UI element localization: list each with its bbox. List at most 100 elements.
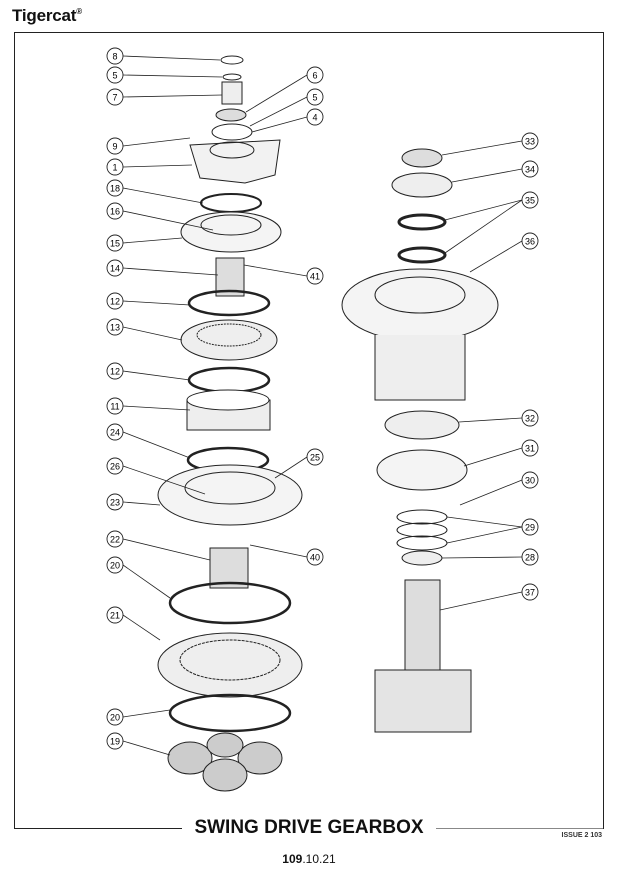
part-32-bearing <box>384 410 460 440</box>
part-1-cover <box>189 139 281 184</box>
callout-number: 13 <box>110 323 120 333</box>
leader-line-37 <box>439 591 523 611</box>
part-36-housing <box>341 268 499 342</box>
callout-9: 9 <box>106 137 124 155</box>
parts <box>157 55 499 792</box>
callout-number: 7 <box>112 93 117 103</box>
callout-13: 13 <box>106 318 124 336</box>
leader-line-8 <box>122 55 221 61</box>
callout-number: 16 <box>110 207 120 217</box>
callout-number: 14 <box>110 264 120 274</box>
part-20-o-ring <box>168 581 292 625</box>
callout-number: 22 <box>110 535 120 545</box>
leader-line-36 <box>469 240 523 273</box>
callout-21: 21 <box>106 606 124 624</box>
callout-20: 20 <box>106 556 124 574</box>
callout-number: 30 <box>525 476 535 486</box>
callout-7: 7 <box>106 88 124 106</box>
callout-4: 4 <box>306 108 324 126</box>
part-33-seal <box>401 148 443 168</box>
leader-line-35 <box>444 199 523 254</box>
callout-29: 29 <box>521 518 539 536</box>
leader-line-20 <box>122 564 171 599</box>
callout-11: 11 <box>106 397 124 415</box>
callout-number: 40 <box>310 553 320 563</box>
leader-lines <box>122 55 523 756</box>
leader-line-34 <box>451 168 523 183</box>
part-28-spacer <box>401 550 443 566</box>
callout-number: 6 <box>312 71 317 81</box>
leader-line-30 <box>459 479 523 506</box>
callout-number: 25 <box>310 453 320 463</box>
callouts: 8579118161514121312112426232220212019654… <box>106 47 539 750</box>
leader-line-28 <box>441 556 523 559</box>
leader-line-13 <box>122 326 183 341</box>
registered-mark: ® <box>76 7 82 16</box>
part-12b-o-ring <box>187 366 271 394</box>
callout-number: 41 <box>310 272 320 282</box>
part-13-ring-gear <box>180 319 278 361</box>
callout-number: 12 <box>110 297 120 307</box>
callout-32: 32 <box>521 409 539 427</box>
part-19-planet-gears <box>167 732 283 792</box>
callout-25: 25 <box>306 448 324 466</box>
leader-line-18 <box>122 187 204 204</box>
callout-number: 21 <box>110 611 120 621</box>
callout-number: 33 <box>525 137 535 147</box>
callout-1: 1 <box>106 158 124 176</box>
callout-6: 6 <box>306 66 324 84</box>
callout-15: 15 <box>106 234 124 252</box>
leader-line-41 <box>243 264 308 277</box>
leader-line-40 <box>249 544 308 558</box>
callout-37: 37 <box>521 583 539 601</box>
part-15-housing <box>180 211 282 253</box>
leader-line-25 <box>274 456 308 479</box>
page-title: SWING DRIVE GEARBOX <box>182 817 436 839</box>
callout-number: 11 <box>110 402 119 412</box>
leader-line-16 <box>122 210 214 231</box>
callout-14: 14 <box>106 259 124 277</box>
page-number-rest: .10.21 <box>302 852 336 866</box>
callout-41: 41 <box>306 267 324 285</box>
callout-number: 26 <box>110 462 120 472</box>
part-14-gear <box>215 257 245 297</box>
callout-number: 32 <box>525 414 535 424</box>
leader-line-22 <box>122 538 211 561</box>
leader-line-15 <box>122 237 183 244</box>
leader-line-1 <box>122 164 193 168</box>
leader-line-19 <box>122 740 171 756</box>
leader-line-23 <box>122 501 161 506</box>
callout-number: 28 <box>525 553 535 563</box>
callout-number: 8 <box>112 52 117 62</box>
leader-line-35 <box>444 199 523 221</box>
part-29-rings <box>396 509 448 525</box>
part-6-bearing <box>215 108 247 122</box>
callout-23: 23 <box>106 493 124 511</box>
page-number: 109.10.21 <box>0 852 618 866</box>
leader-line-5 <box>249 96 308 127</box>
part-5-snap-ring <box>222 73 242 81</box>
callout-34: 34 <box>521 160 539 178</box>
page-number-section: 109 <box>282 852 303 866</box>
callout-number: 34 <box>525 165 535 175</box>
callout-number: 5 <box>112 71 117 81</box>
leader-line-9 <box>122 137 191 147</box>
part-4-seal <box>211 123 253 141</box>
callout-22: 22 <box>106 530 124 548</box>
leader-line-6 <box>245 74 308 113</box>
callout-number: 20 <box>110 713 120 723</box>
callout-36: 36 <box>521 232 539 250</box>
callout-24: 24 <box>106 423 124 441</box>
part-12-o-ring <box>187 289 271 317</box>
callout-18: 18 <box>106 179 124 197</box>
frame-line-right <box>436 828 603 829</box>
part-35-ring <box>397 213 447 231</box>
callout-12: 12 <box>106 362 124 380</box>
tigercat-logo: Tigercat® <box>12 6 82 26</box>
callout-number: 4 <box>312 113 317 123</box>
leader-line-31 <box>463 447 523 467</box>
leader-line-26 <box>122 465 206 495</box>
callout-number: 20 <box>110 561 120 571</box>
callout-33: 33 <box>521 132 539 150</box>
callout-20: 20 <box>106 708 124 726</box>
